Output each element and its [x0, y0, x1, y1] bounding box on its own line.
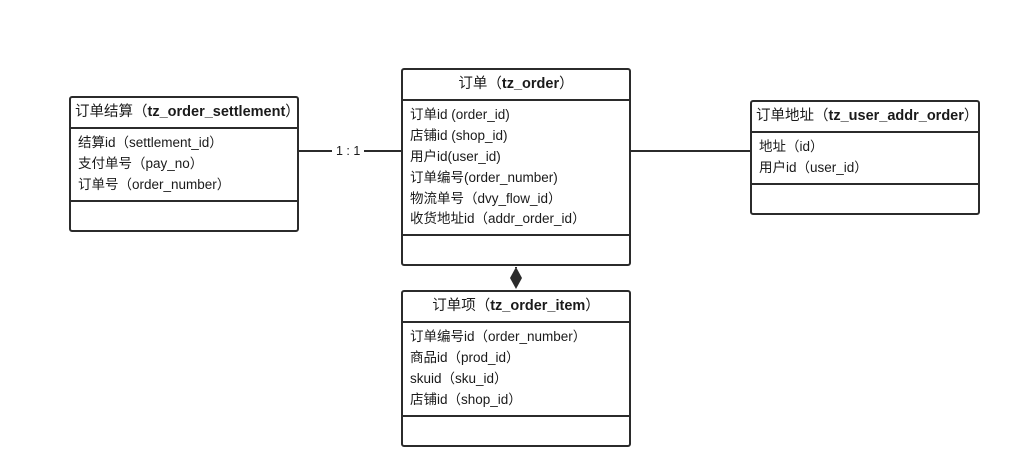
- entity-footer-tz-order: [403, 236, 629, 264]
- entity-title-tz-order-settlement: 订单结算（tz_order_settlement）: [71, 98, 300, 130]
- attribute-row: 店铺id（shop_id）: [410, 391, 522, 407]
- entity-title-tz-order-item: 订单项（tz_order_item）: [403, 292, 629, 324]
- entity-tz-order[interactable]: 订单（tz_order） 订单id (order_id) 店铺id (shop_…: [401, 68, 631, 267]
- entity-table-name: tz_order_item: [490, 298, 586, 314]
- entity-table-name: tz_user_addr_order: [828, 108, 964, 124]
- paren-open: （: [133, 104, 148, 120]
- entity-attributes-tz-user-addr-order: 地址（id） 用户id（user_id）: [752, 133, 978, 185]
- attribute-row: 收货地址id（addr_order_id）: [410, 211, 586, 227]
- attribute-row: 商品id（prod_id）: [410, 350, 520, 366]
- attribute-row: 地址（id）: [759, 139, 824, 155]
- entity-attributes-tz-order: 订单id (order_id) 店铺id (shop_id) 用户id(user…: [403, 101, 629, 237]
- entity-tz-order-item[interactable]: 订单项（tz_order_item） 订单编号id（order_number） …: [401, 290, 631, 447]
- attribute-row: skuid（sku_id）: [410, 370, 508, 386]
- entity-footer-tz-order-settlement: [71, 202, 297, 230]
- entity-footer-tz-user-addr-order: [752, 185, 978, 213]
- entity-attributes-tz-order-settlement: 结算id（settlement_id） 支付单号（pay_no） 订单号（ord…: [71, 129, 297, 202]
- entity-attributes-tz-order-item: 订单编号id（order_number） 商品id（prod_id） skuid…: [403, 323, 629, 417]
- attribute-row: 订单号（order_number）: [78, 176, 231, 192]
- attribute-row: 订单编号id（order_number）: [410, 329, 587, 345]
- paren-close: ）: [963, 108, 979, 124]
- entity-name-cn: 订单结算: [75, 104, 133, 120]
- attribute-row: 用户id（user_id）: [759, 160, 868, 176]
- paren-close: ）: [585, 298, 600, 314]
- attribute-row: 用户id(user_id): [410, 148, 501, 164]
- paren-open: （: [814, 108, 829, 124]
- attribute-row: 物流单号（dvy_flow_id）: [410, 190, 562, 206]
- paren-open: （: [487, 76, 502, 92]
- entity-name-cn: 订单: [458, 76, 488, 92]
- paren-open: （: [475, 298, 491, 314]
- entity-table-name: tz_order_settlement: [147, 104, 286, 120]
- cardinality-label-settlement-order: 1 : 1: [332, 143, 365, 160]
- attribute-row: 店铺id (shop_id): [410, 128, 508, 144]
- entity-name-cn: 订单地址: [756, 108, 814, 124]
- paren-close: ）: [285, 104, 300, 120]
- entity-title-tz-order: 订单（tz_order）: [403, 70, 629, 102]
- attribute-row: 订单id (order_id): [410, 107, 510, 123]
- entity-footer-tz-order-item: [403, 417, 629, 445]
- entity-table-name: tz_order: [501, 76, 560, 92]
- attribute-row: 结算id（settlement_id）: [78, 135, 223, 151]
- connector-order-address: [630, 150, 751, 152]
- paren-close: ）: [559, 76, 574, 92]
- entity-name-cn: 订单项: [432, 298, 476, 314]
- attribute-row: 订单编号(order_number): [410, 169, 558, 185]
- entity-tz-user-addr-order[interactable]: 订单地址（tz_user_addr_order） 地址（id） 用户id（use…: [750, 100, 980, 215]
- entity-tz-order-settlement[interactable]: 订单结算（tz_order_settlement） 结算id（settlemen…: [69, 96, 300, 232]
- entity-title-tz-user-addr-order: 订单地址（tz_user_addr_order）: [752, 102, 979, 134]
- attribute-row: 支付单号（pay_no）: [78, 156, 204, 172]
